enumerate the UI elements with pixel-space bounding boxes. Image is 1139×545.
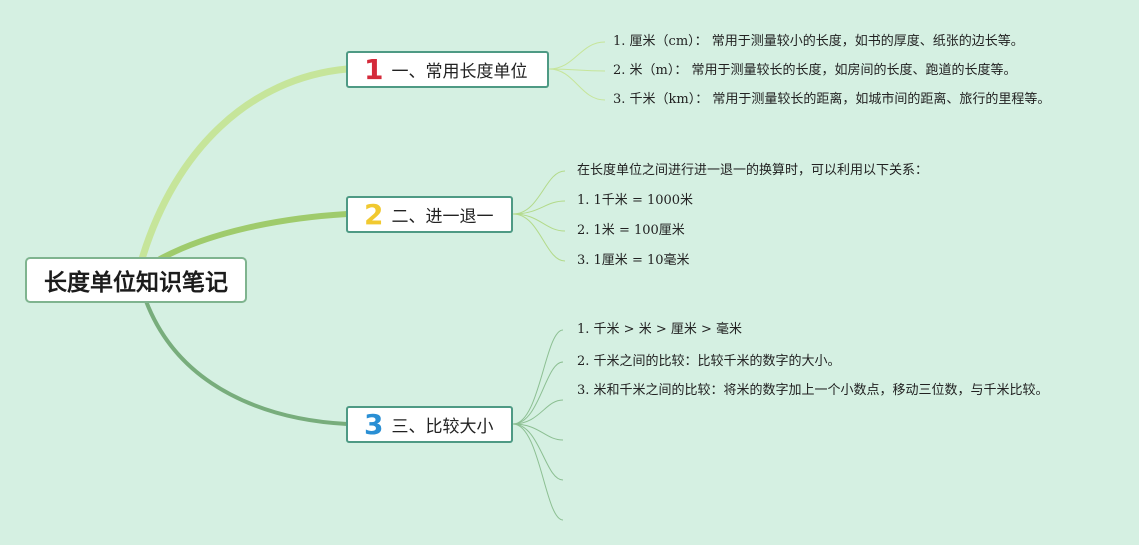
leaf-connectors-3 (512, 329, 564, 521)
branch-label-3: 三、比较大小 (391, 417, 494, 437)
branch-number-2: 2 (364, 197, 384, 231)
leaf-2-1[interactable]: 在长度单位之间进行进一退一的换算时，可以利用以下关系： (577, 163, 929, 178)
leaf-connectors-1 (548, 41, 606, 101)
branch-number-1: 1 (364, 52, 384, 86)
branch-connector-1 (138, 65, 351, 263)
branch-topic-2[interactable]: 2 二、进一退一 (346, 196, 513, 233)
leaf-3-1[interactable]: 1. 千米 > 米 > 厘米 > 毫米 (577, 322, 743, 337)
branch-connector-2 (157, 211, 350, 262)
leaf-3-3[interactable]: 3. 米和千米之间的比较：将米的数字加上一个小数点，移动三位数，与千米比较。 (577, 383, 1049, 398)
branch-topic-3[interactable]: 3 三、比较大小 (346, 406, 513, 443)
leaf-2-2[interactable]: 1. 1千米 = 1000米 (577, 193, 694, 208)
leaf-1-3[interactable]: 3. 千米（km）： 常用于测量较长的距离，如城市间的距离、旅行的里程等。 (613, 92, 1051, 107)
branch-number-3: 3 (364, 407, 384, 441)
root-topic-label: 长度单位知识笔记 (44, 270, 228, 296)
branch-label-2: 二、进一退一 (391, 207, 494, 227)
branch-connector-3 (144, 299, 349, 426)
leaf-connectors-2 (512, 170, 566, 262)
leaf-1-1[interactable]: 1. 厘米（cm）： 常用于测量较小的长度，如书的厚度、纸张的边长等。 (613, 34, 1024, 49)
branch-label-1: 一、常用长度单位 (391, 62, 528, 82)
root-topic[interactable]: 长度单位知识笔记 (25, 257, 247, 303)
leaf-2-3[interactable]: 2. 1米 = 100厘米 (577, 223, 685, 238)
branch-topic-1[interactable]: 1 一、常用长度单位 (346, 51, 549, 88)
leaf-2-4[interactable]: 3. 1厘米 = 10毫米 (577, 253, 690, 268)
leaf-3-2[interactable]: 2. 千米之间的比较：比较千米的数字的大小。 (577, 354, 841, 369)
leaf-1-2[interactable]: 2. 米（m）： 常用于测量较长的长度，如房间的长度、跑道的长度等。 (613, 63, 1017, 78)
